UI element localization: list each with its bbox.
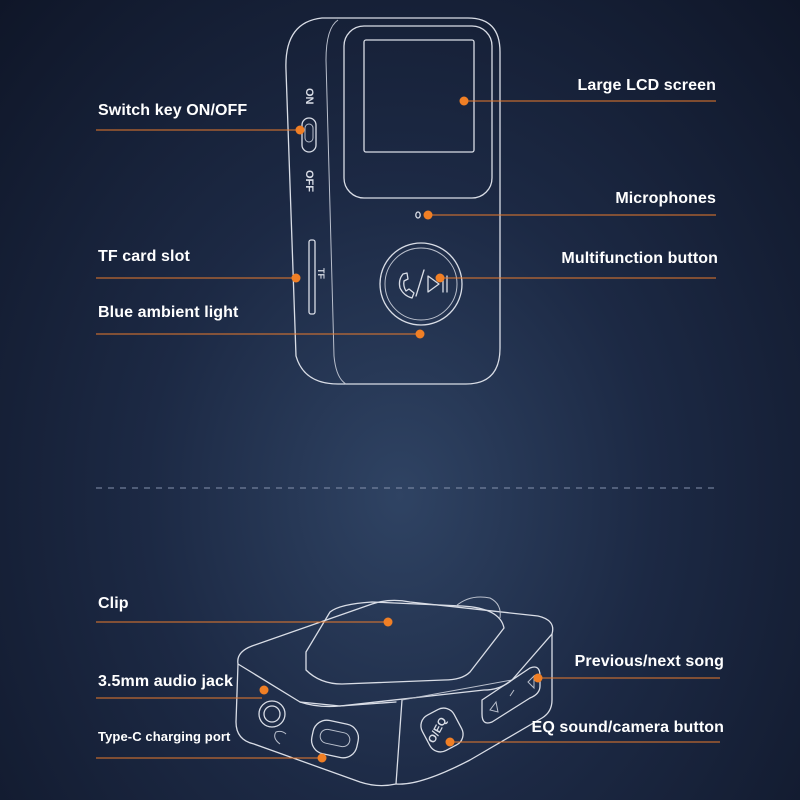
- eq-camera-label: EQ sound/camera button: [531, 719, 724, 736]
- prev-next-rocker: [481, 666, 541, 724]
- prev-next-dot: [533, 673, 543, 683]
- screen-bezel: [343, 25, 493, 199]
- tf-slot-label: TF card slot: [98, 248, 190, 265]
- power-switch: [301, 117, 317, 153]
- type-c-dot: [317, 753, 327, 763]
- type-c-port: [310, 719, 360, 759]
- clip-label: Clip: [98, 595, 129, 612]
- audio-jack-label: 3.5mm audio jack: [98, 673, 233, 690]
- tf-marking: TF: [316, 268, 326, 279]
- on-marking: ON: [303, 88, 315, 105]
- tf-slot-dot: [291, 273, 301, 283]
- type-c-label: Type-C charging port: [98, 729, 231, 744]
- lcd-screen-label: Large LCD screen: [577, 77, 716, 94]
- clip: [305, 601, 505, 685]
- switch-key-dot: [295, 125, 305, 135]
- microphones-dot: [423, 210, 433, 220]
- microphones-label: Microphones: [615, 190, 716, 207]
- ambient-light-label: Blue ambient light: [98, 304, 239, 321]
- device-front-view: ON OFF TF: [285, 17, 501, 385]
- prev-next-label: Previous/next song: [574, 653, 724, 670]
- lcd-screen-dot: [459, 96, 469, 106]
- device-bottom-view: O/EQ: [235, 596, 554, 787]
- lcd-screen: [363, 39, 475, 153]
- multifunction-button: [379, 242, 463, 326]
- multifunction-label: Multifunction button: [561, 250, 718, 267]
- clip-dot: [383, 617, 393, 627]
- eq-camera-dot: [445, 737, 455, 747]
- tf-card-slot: [308, 239, 316, 315]
- multifunction-dot: [435, 273, 445, 283]
- off-marking: OFF: [303, 170, 315, 192]
- audio-jack: [258, 700, 286, 728]
- headphone-icon: [274, 730, 287, 745]
- ambient-light-dot: [415, 329, 425, 339]
- eq-camera-button: [420, 707, 464, 753]
- audio-jack-dot: [259, 685, 269, 695]
- leader-lines: [96, 100, 720, 759]
- switch-key-label: Switch key ON/OFF: [98, 102, 248, 119]
- microphone-hole: [415, 211, 421, 219]
- phone-play-pause-icon: [398, 269, 448, 299]
- callout-dots: [259, 96, 543, 763]
